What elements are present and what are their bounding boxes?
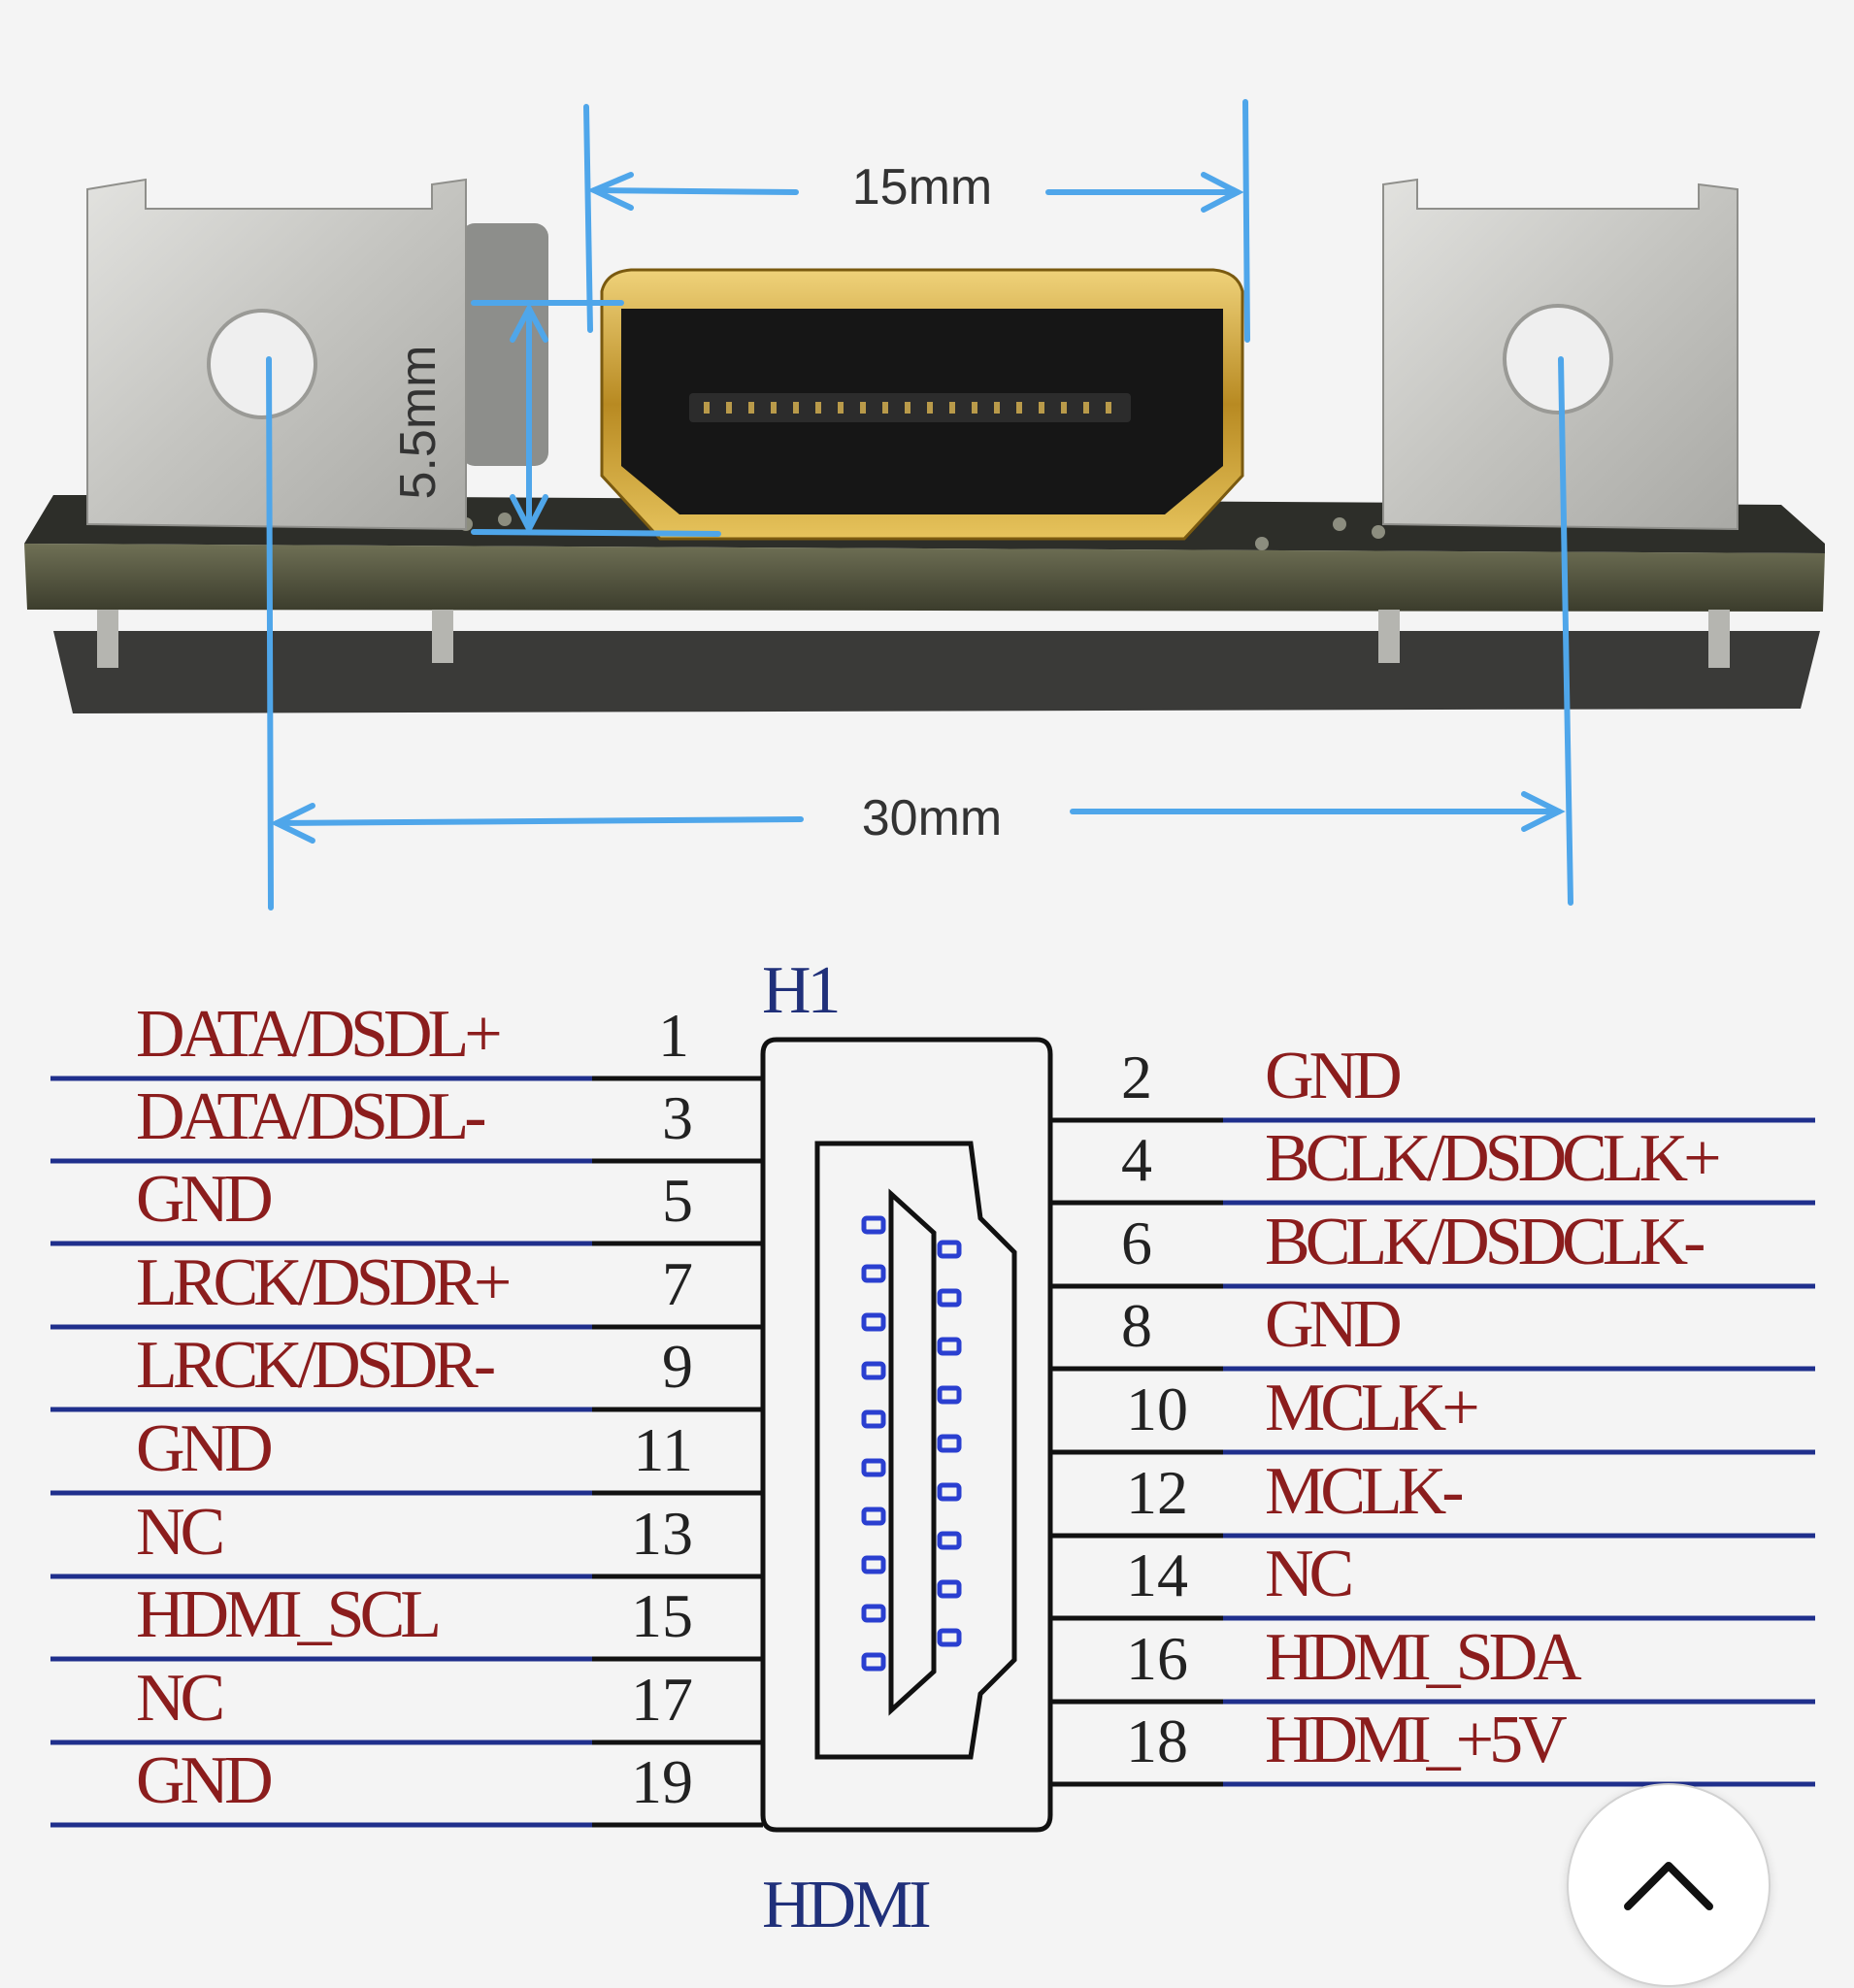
pin-number: 2 (1121, 1043, 1152, 1111)
pin-number: 18 (1126, 1706, 1188, 1775)
pin-number: 10 (1126, 1375, 1188, 1443)
left-pin-5: GND 5 (50, 1162, 763, 1246)
pin-signal-label: DATA/DSDL+ (136, 997, 500, 1072)
connector-contacts (704, 402, 1111, 414)
pin-signal-label: HDMI_+5V (1265, 1703, 1567, 1777)
pin-signal-label: LRCK/DSDR- (136, 1328, 494, 1403)
pin-number: 5 (662, 1166, 693, 1235)
pin-number: 9 (662, 1332, 693, 1401)
pin-number: 3 (662, 1083, 693, 1152)
pin-signal-label: HDMI_SDA (1265, 1620, 1582, 1695)
scroll-to-top-button[interactable] (1567, 1783, 1771, 1987)
right-pin-10: 10 MCLK+ (1050, 1371, 1815, 1455)
pin-signal-label: GND (136, 1162, 271, 1237)
left-mount-hole (207, 309, 317, 419)
pcb-edge (24, 544, 1825, 612)
dim-label-connector-width: 15mm (852, 159, 992, 215)
pin-number: 13 (631, 1499, 693, 1568)
pin-signal-label: MCLK+ (1265, 1371, 1477, 1445)
standoff-pins (97, 610, 1730, 668)
right-pin-8: 8 GND (1050, 1287, 1815, 1372)
right-pin-14: 14 NC (1050, 1537, 1815, 1621)
right-pin-4: 4 BCLK/DSDCLK+ (1050, 1121, 1815, 1206)
right-pin-16: 16 HDMI_SDA (1050, 1620, 1815, 1705)
pin-number: 7 (662, 1249, 693, 1318)
connector-tongue (888, 1188, 937, 1716)
left-mount-bracket (86, 178, 467, 531)
pin-signal-label: HDMI_SCL (136, 1577, 438, 1652)
pin-number: 8 (1121, 1291, 1152, 1360)
board-shadow (53, 631, 1820, 713)
pin-number: 4 (1121, 1125, 1152, 1194)
left-pin-list: DATA/DSDL+ 1 DATA/DSDL- 3 GND 5 LRCK/DSD… (50, 997, 763, 1828)
left-pin-15: HDMI_SCL 15 (50, 1577, 763, 1662)
component-outline (760, 1037, 1053, 1833)
pin-number: 11 (633, 1415, 693, 1484)
dimension-lines (266, 99, 1573, 911)
pin-signal-label: GND (1265, 1039, 1400, 1113)
pin-number: 1 (658, 1001, 689, 1070)
pin-signal-label: BCLK/DSDCLK+ (1265, 1121, 1719, 1196)
left-pin-9: LRCK/DSDR- 9 (50, 1328, 763, 1412)
pin-signal-label: BCLK/DSDCLK- (1265, 1205, 1704, 1279)
pin-signal-label: NC (136, 1661, 222, 1736)
hdmi-schematic: H1 HDMI DATA/DSDL+ 1 (50, 953, 1815, 1942)
left-pin-11: GND 11 (50, 1411, 763, 1496)
right-pin-6: 6 BCLK/DSDCLK- (1050, 1205, 1815, 1289)
pin-signal-label: MCLK- (1265, 1454, 1462, 1529)
left-pin-1: DATA/DSDL+ 1 (50, 997, 763, 1081)
dim-label-connector-height: 5.5mm (390, 346, 447, 500)
hdmi-connector (600, 268, 1244, 541)
pin-number: 12 (1126, 1458, 1188, 1527)
pin-signal-label: GND (1265, 1287, 1400, 1362)
right-pin-18: 18 HDMI_+5V (1050, 1703, 1815, 1787)
left-pin-19: GND 19 (50, 1743, 763, 1828)
pin-number: 17 (631, 1665, 693, 1734)
pin-contacts (861, 1215, 962, 1672)
dim-label-hole-spacing: 30mm (862, 790, 1002, 846)
pin-signal-label: LRCK/DSDR+ (136, 1245, 510, 1320)
part-label: HDMI (762, 1868, 929, 1942)
pin-signal-label: GND (136, 1743, 271, 1818)
pin-number: 14 (1126, 1541, 1188, 1609)
pin-signal-label: GND (136, 1411, 271, 1486)
board-photo: 15mm 5.5mm 30mm (24, 99, 1825, 911)
right-pin-2: 2 GND (1050, 1039, 1815, 1123)
pin-number: 19 (631, 1747, 693, 1816)
capacitor (461, 223, 548, 466)
right-pin-12: 12 MCLK- (1050, 1454, 1815, 1539)
pin-signal-label: DATA/DSDL- (136, 1079, 484, 1154)
pin-number: 6 (1121, 1209, 1152, 1277)
pin-signal-label: NC (1265, 1537, 1351, 1611)
chevron-up-icon (1624, 1862, 1713, 1910)
pin-number: 15 (631, 1581, 693, 1650)
left-pin-3: DATA/DSDL- 3 (50, 1079, 763, 1164)
connector-outline (814, 1141, 1017, 1760)
ref-designator: H1 (762, 953, 838, 1028)
left-pin-17: NC 17 (50, 1661, 763, 1745)
pin-number: 16 (1126, 1624, 1188, 1693)
left-pin-7: LRCK/DSDR+ 7 (50, 1245, 763, 1330)
left-pin-13: NC 13 (50, 1495, 763, 1579)
pin-signal-label: NC (136, 1495, 222, 1570)
right-pin-list: 2 GND 4 BCLK/DSDCLK+ 6 BCLK/DSDCLK- 8 GN… (1050, 1039, 1815, 1787)
